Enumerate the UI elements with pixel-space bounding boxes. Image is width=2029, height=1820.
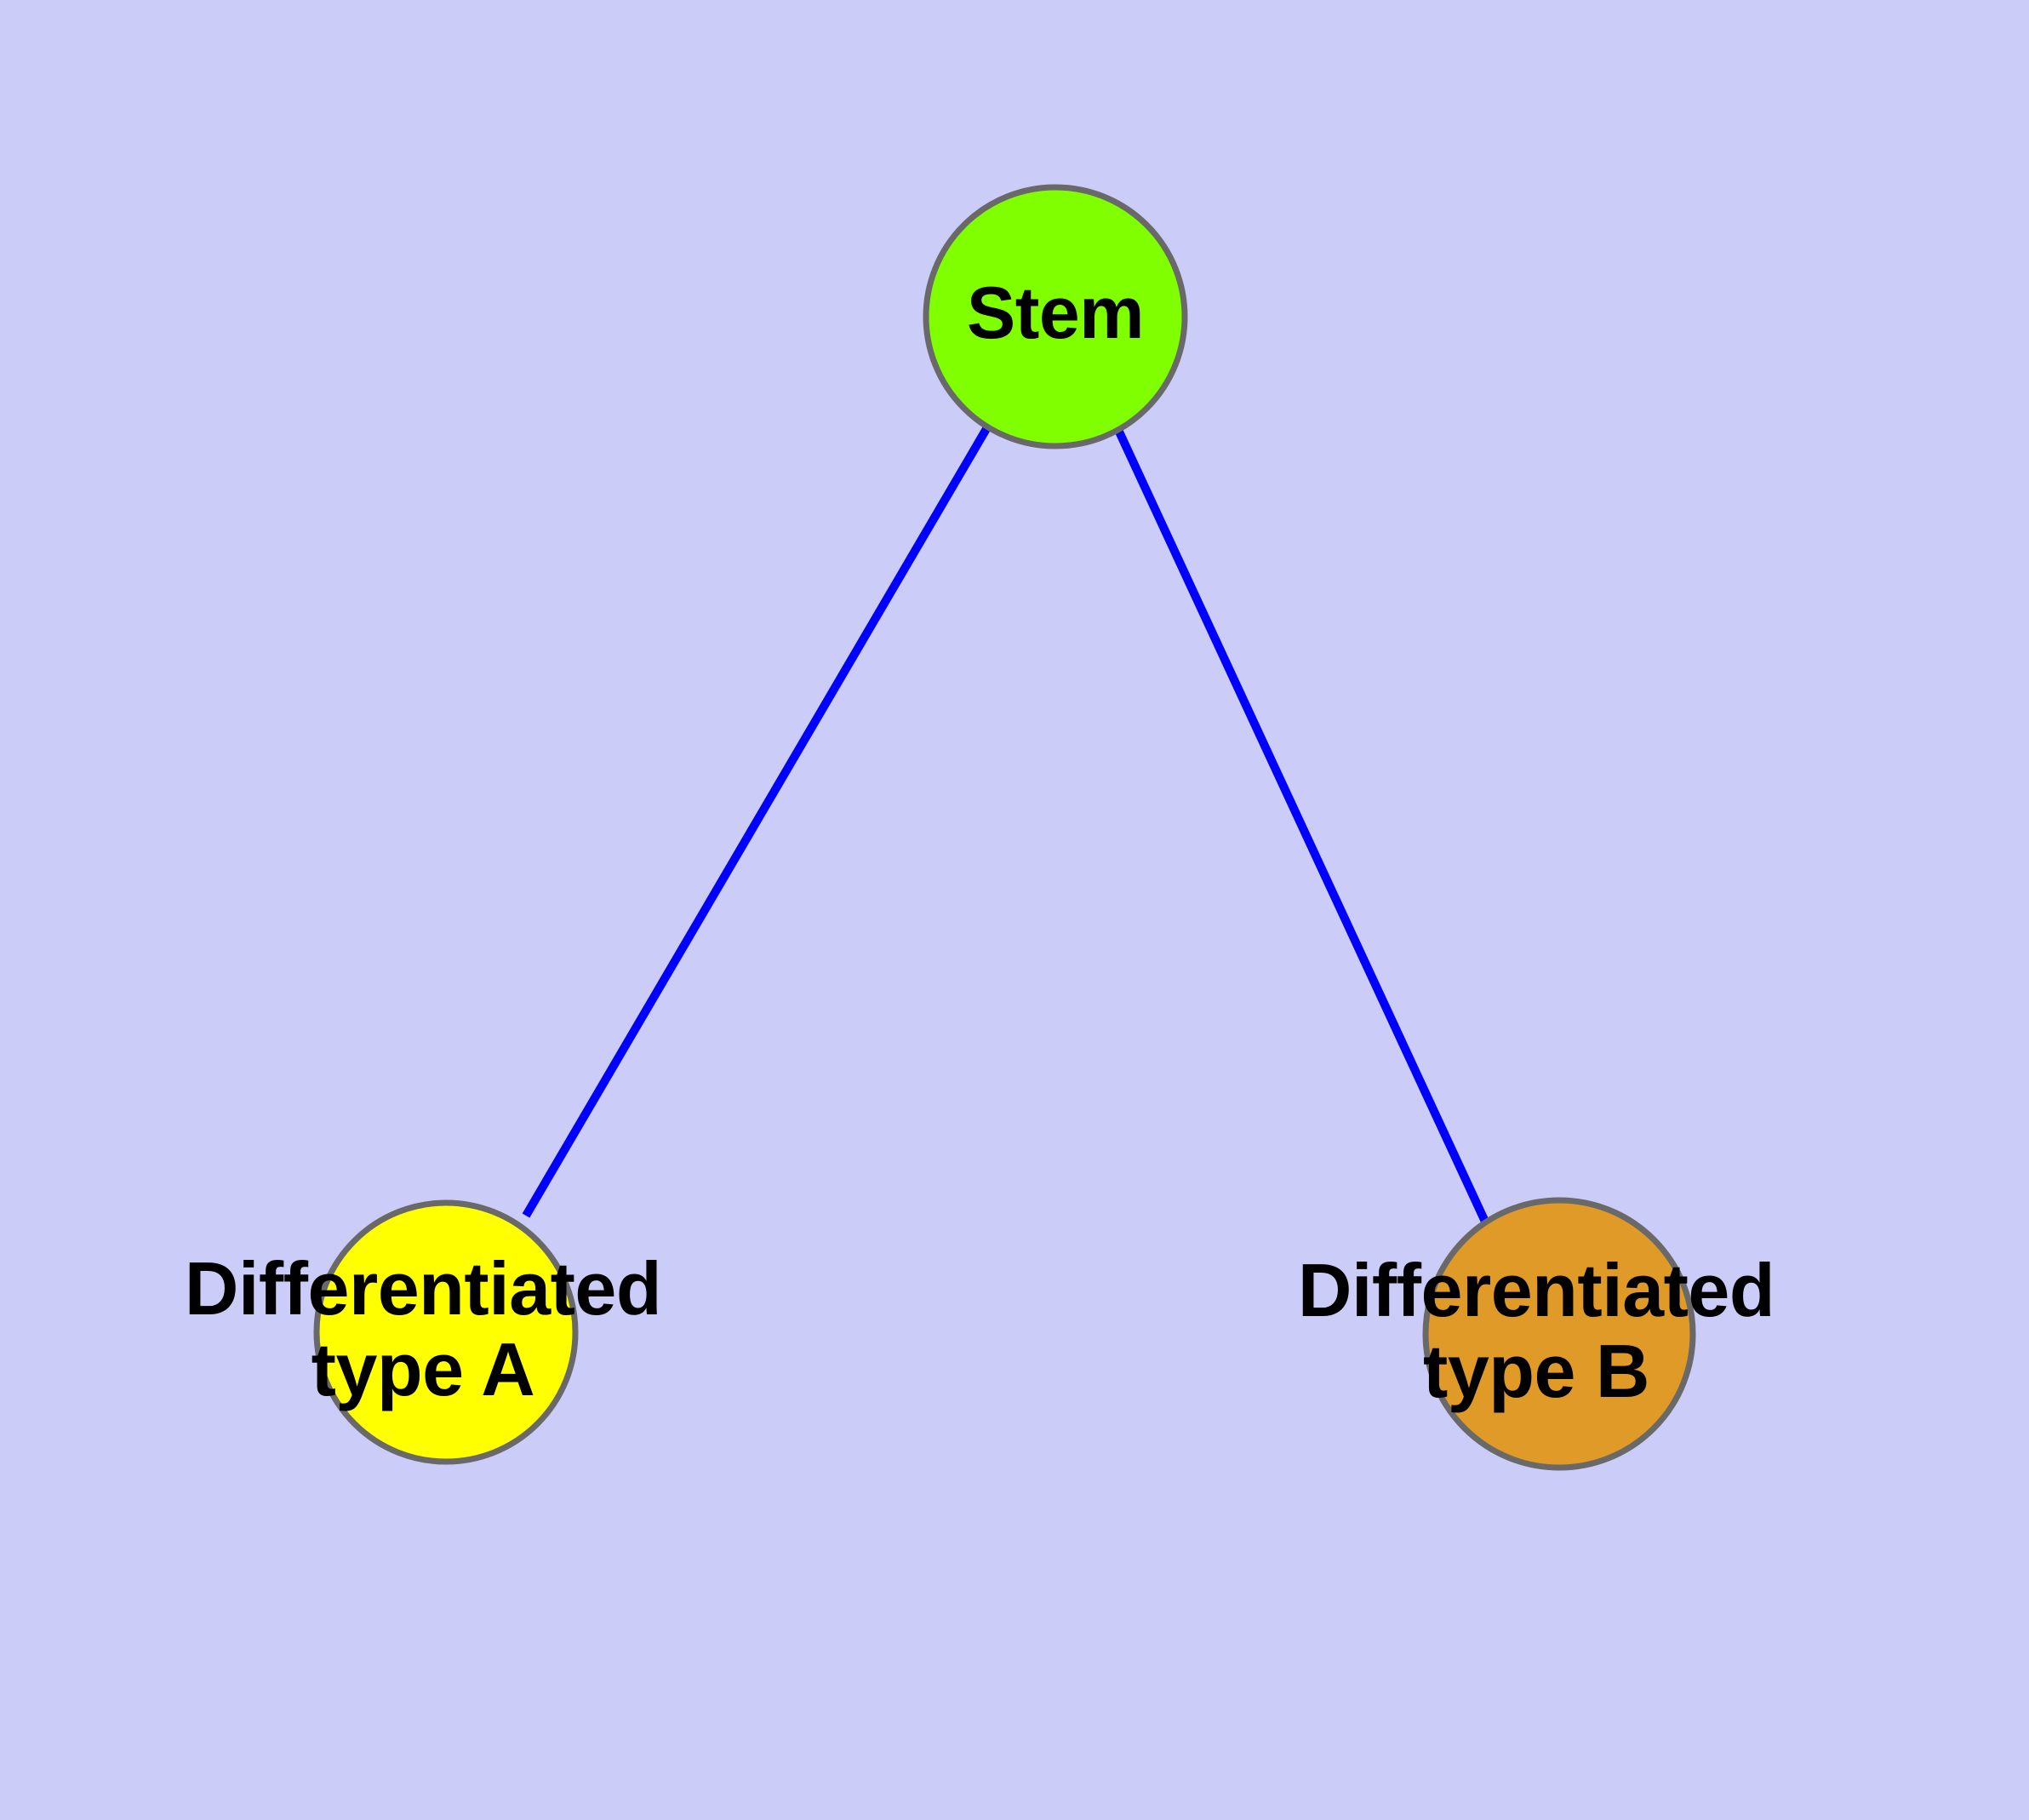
edge-layer — [522, 425, 1489, 1224]
node-differentiated-type-b[interactable] — [1422, 1197, 1696, 1471]
edge-stem-to-diff-a — [522, 425, 992, 1218]
node-differentiated-type-a[interactable] — [313, 1199, 579, 1465]
node-layer — [313, 184, 1696, 1471]
node-stem[interactable] — [923, 184, 1188, 449]
edge-stem-to-diff-b — [1114, 427, 1489, 1224]
